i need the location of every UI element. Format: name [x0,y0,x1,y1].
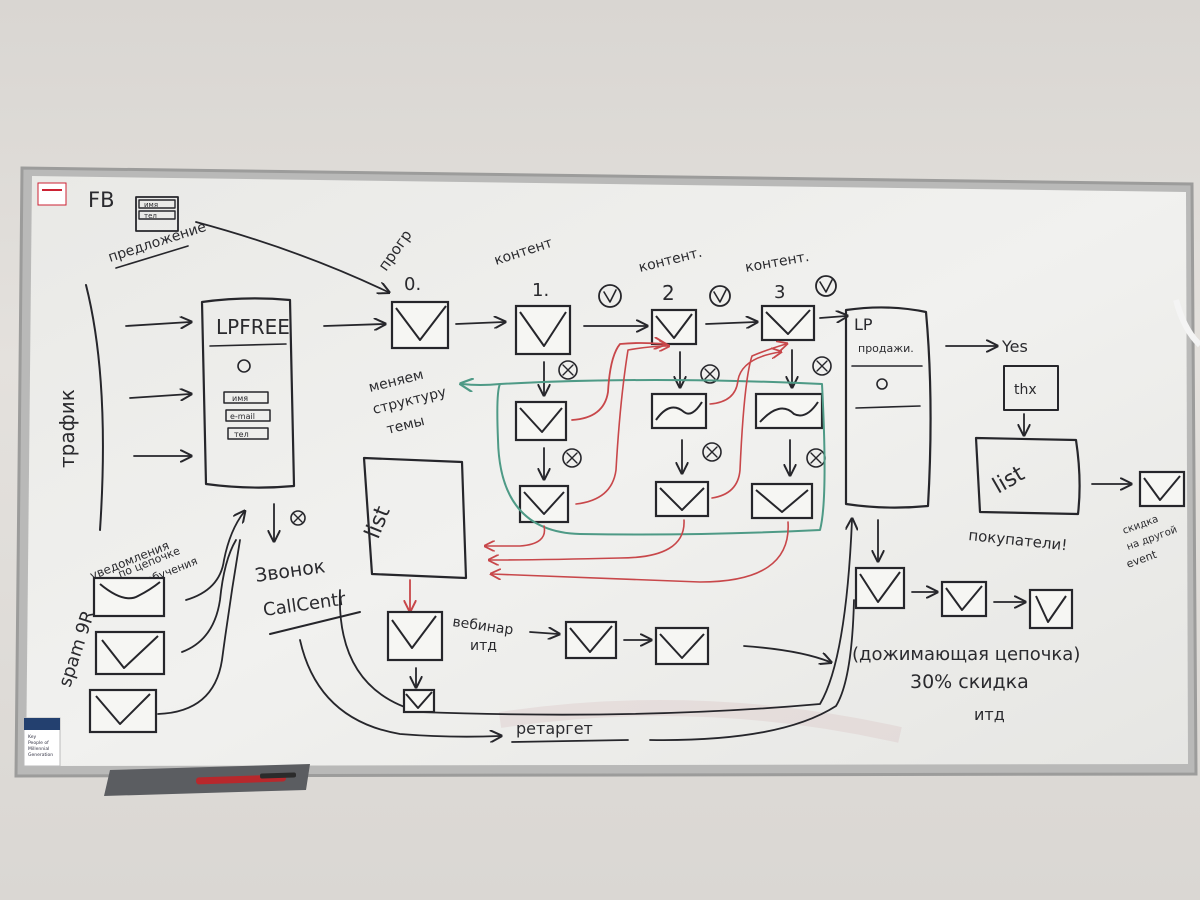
email-stage3-b [754,392,824,430]
wall-cable [1173,299,1200,348]
fb-to-stage0-arrow [195,221,388,292]
email-stage1-c [518,484,570,524]
thx-box: thx [1003,365,1059,411]
email-notify-1 [92,576,166,618]
stage1-number: 1. [532,280,549,301]
sticker-line-4: Generation [28,752,53,758]
fb-form-sketch: имя тел [135,196,179,232]
check-icon-2 [709,285,731,307]
stage0-number: 0. [404,274,421,295]
email-stage3-c [750,482,814,520]
stage3-to-lp-arrow [819,316,846,318]
magnet-sticker [37,182,67,206]
callcenter-to-lp-curve [338,520,852,716]
sticker-line-2: People of [28,740,49,746]
retarget-curve-in [299,639,500,737]
lpfree-video-icon [237,359,251,373]
discount-label: 30% скидка [910,671,1029,693]
no-icon-s1b [562,448,582,468]
check-icon-3 [815,275,837,297]
webinar-arrow-1 [529,632,558,634]
notify-curve-2 [181,539,237,653]
red-back-2 [490,519,685,560]
stage2-number: 2 [662,281,675,305]
webinar-to-lp-arrow [743,645,830,662]
notify-curve-3 [157,539,241,715]
lp-video-icon [876,378,888,390]
email-stage0 [390,300,450,350]
callcenter-underline [269,611,361,635]
lpfree-title: LPFREE [216,315,290,339]
lp-title: LP [854,315,873,334]
red-back-1 [486,525,546,546]
no-icon-s2a [700,364,720,384]
email-stage1-b [514,400,568,442]
traffic-arrow-1 [125,322,190,326]
no-icon-s1a [558,360,578,380]
stage2-to-stage3-arrow [705,322,756,324]
retarget-underline [511,739,629,743]
fb-form-line1: имя [144,201,158,209]
email-webinar [386,610,444,662]
red-link-3 [709,352,780,405]
red-back-3 [492,521,789,583]
lpfree-field-email: e-mail [230,412,255,421]
etc-label: итд [974,705,1005,724]
email-webinar-small [402,688,436,714]
lpfree-field-phone: тел [234,430,249,439]
sticker-line-1: Key [28,734,36,740]
retarget-label: ретаргет [516,719,593,738]
red-link-4 [711,344,786,499]
lp-sales-page: LP продажи. [844,306,932,509]
marker-tray [104,764,310,796]
traffic-label: трафик [55,389,79,468]
closing-chain-label: (дожимающая цепочка) [852,644,1080,665]
notify-to-lpfree-curve [185,512,244,601]
email-stage2-b [650,392,708,430]
email-chain-1 [854,566,906,610]
sticker-line-3: Millennial [28,746,49,752]
email-stage3-main [760,304,816,342]
email-webinar-3 [654,626,710,666]
email-stage1-main [514,304,572,356]
thx-label: thx [1014,382,1037,398]
red-link-1 [571,343,664,421]
traffic-bracket [85,284,104,531]
yes-label: Yes [1001,337,1028,356]
fb-form-line2: тел [144,212,157,220]
email-chain-2 [940,580,988,618]
fb-label: FB [88,188,115,212]
green-feedback-loop [462,380,826,536]
email-webinar-2 [564,620,618,660]
stage0-to-stage1-arrow [455,322,504,324]
red-link-2 [575,346,668,505]
email-stage2-c [654,480,710,518]
lpfree-field-name: имя [232,394,248,403]
email-notify-2 [94,630,166,676]
lpfree-page: LPFREE имя e-mail тел [200,297,296,489]
email-stage2-main [650,308,698,346]
info-sticker: Key People of Millennial Generation [23,717,61,767]
webinar-line2: итд [470,638,497,654]
lp-subtitle: продажи. [858,342,914,355]
email-chain-3 [1028,588,1074,630]
lpfree-to-stage0-arrow [323,324,384,326]
no-icon-s2b [702,442,722,462]
email-promo [1138,470,1186,508]
no-icon-s3a [812,356,832,376]
check-icon-1 [598,284,622,308]
stage3-number: 3 [774,282,785,303]
fb-offer-underline [115,245,189,269]
retarget-curve-out [649,599,855,741]
lpfree-no-mark [290,510,306,526]
email-notify-3 [88,688,158,734]
traffic-arrow-2 [129,394,190,398]
